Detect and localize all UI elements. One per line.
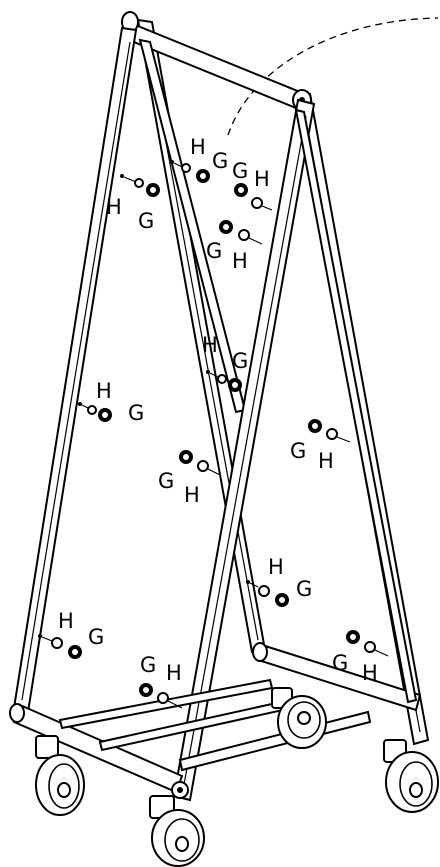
front-left-leg <box>12 26 138 714</box>
caster-rear-right <box>383 739 439 813</box>
screw-label: H <box>166 661 182 685</box>
callout-c11: G H <box>332 630 389 685</box>
screw-label: H <box>254 167 270 191</box>
grommet-label: G <box>296 577 312 601</box>
screw-label: H <box>232 249 248 273</box>
caster-front-left <box>35 735 85 816</box>
screw-label: H <box>106 195 122 219</box>
grommet-label: G <box>206 239 222 263</box>
screw-label: H <box>184 483 200 507</box>
callout-c3: G H <box>232 159 273 211</box>
screw-label: H <box>268 555 284 579</box>
screw-label: H <box>190 135 206 159</box>
grommet-label: G <box>158 469 174 493</box>
grommet-label: G <box>212 149 228 173</box>
front-frame <box>12 26 418 802</box>
callout-c5: H G <box>202 333 248 392</box>
grommet-label: G <box>232 349 248 373</box>
grommet-label: G <box>290 439 306 463</box>
front-right-leg <box>172 98 316 802</box>
screw-label: H <box>362 661 378 685</box>
grommet-label: G <box>138 209 154 233</box>
grommet-label: G <box>140 653 156 677</box>
callout-c1: H G <box>106 174 160 233</box>
screw-label: H <box>58 609 74 633</box>
rear-frame <box>136 18 430 746</box>
callout-c4: G H <box>206 220 263 273</box>
grommet-label: G <box>88 625 104 649</box>
detail-callout-arc <box>227 17 439 136</box>
screw-label: H <box>96 379 112 403</box>
screw-label: H <box>202 333 218 357</box>
callout-c2: H G <box>170 135 228 183</box>
callout-c7: G H <box>290 419 351 473</box>
screw-label: H <box>318 449 334 473</box>
caster-front-center <box>149 795 205 867</box>
callout-c9: H G <box>246 555 312 607</box>
callout-c8: G H <box>158 450 221 507</box>
callout-c6: H G <box>78 379 144 425</box>
grommet-label: G <box>332 651 348 675</box>
grommet-label: G <box>232 159 248 183</box>
callout-c12: G H <box>139 653 183 709</box>
callout-c10: H G <box>38 609 104 659</box>
caster-rear-left <box>271 687 327 749</box>
grommet-label: G <box>128 401 144 425</box>
